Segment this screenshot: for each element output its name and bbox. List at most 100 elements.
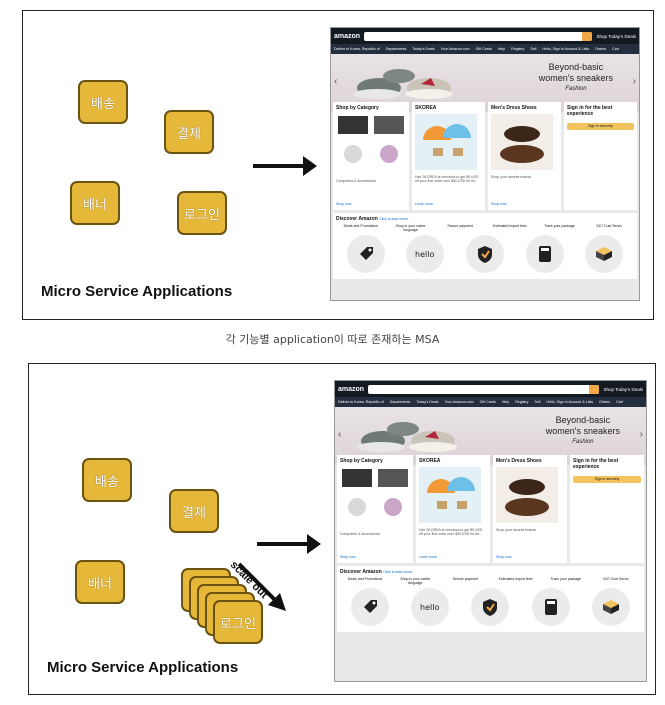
- discover-item-label: Estimated import fees: [492, 224, 527, 228]
- amazon-screenshot: amazon Shop Today's Deals Deliver to Kor…: [334, 380, 647, 682]
- nav-item[interactable]: Cart: [612, 47, 619, 51]
- nav-item[interactable]: Gift Cards: [475, 47, 492, 51]
- discover-title: Discover Amazon: [340, 569, 382, 575]
- amazon-logo[interactable]: amazon: [334, 32, 361, 40]
- discover-item-label: Estimated import fees: [498, 577, 533, 581]
- nav-item[interactable]: Today's Deals: [412, 47, 435, 51]
- discover-item-label: Secure payment: [452, 577, 479, 581]
- service-box-delivery: 배송: [82, 458, 132, 502]
- language-icon[interactable]: hello: [406, 235, 445, 273]
- card-title: Shop by Category: [336, 105, 379, 111]
- card-link[interactable]: Learn more: [415, 202, 433, 206]
- tag-icon[interactable]: [351, 588, 390, 626]
- discover-link[interactable]: Click to learn more: [379, 217, 409, 221]
- nav-item[interactable]: Deliver to Korea, Republic of: [338, 400, 384, 404]
- nav-item[interactable]: Today's Deals: [416, 400, 439, 404]
- deals-link[interactable]: Shop Today's Deals: [603, 386, 643, 392]
- card-link[interactable]: Shop now: [336, 202, 352, 206]
- scale-out-arrow: [237, 562, 286, 611]
- sneakers-image: [357, 422, 457, 452]
- nav-item[interactable]: Hello, Sign in Account & Lists: [546, 400, 594, 404]
- hero-title-line2: women's sneakers: [545, 426, 620, 436]
- amazon-logo[interactable]: amazon: [338, 385, 365, 393]
- card-link[interactable]: Shop now: [491, 202, 507, 206]
- svg-text:hello: hello: [415, 250, 434, 259]
- service-box-login: 로그인: [177, 191, 227, 235]
- package-icon[interactable]: [591, 588, 630, 626]
- discover-amazon-strip: Discover Amazon Click to learn more Deal…: [337, 566, 644, 632]
- nav-item[interactable]: Departments: [389, 400, 411, 404]
- nav-item[interactable]: Hello, Sign in Account & Lists: [542, 47, 590, 51]
- dress-shoes-image: [496, 467, 558, 523]
- card-title: Men's Dress Shoes: [496, 458, 542, 464]
- card-text: Shop your favorite brands: [496, 528, 537, 532]
- hero-title-line2: women's sneakers: [538, 73, 613, 83]
- arrow-right: [253, 156, 317, 176]
- calculator-icon[interactable]: [531, 588, 570, 626]
- search-bar[interactable]: [368, 384, 600, 394]
- discover-title: Discover Amazon: [336, 216, 378, 222]
- discover-item-label: 24/7 Cust Servic: [603, 577, 629, 581]
- top-diagram-panel: 배송 결제 배너 로그인 Micro Service Applications …: [22, 10, 654, 320]
- card-mens-dress-shoes[interactable]: Men's Dress Shoes Shop your favorite bra…: [488, 102, 561, 210]
- package-icon[interactable]: [585, 235, 624, 273]
- card-skorea[interactable]: SKOREA Use SKOREA at checkout to get $5 …: [412, 102, 485, 210]
- card-link[interactable]: Shop now: [496, 555, 512, 559]
- discover-item-label: Secure payment: [447, 224, 473, 228]
- card-shop-by-category[interactable]: Shop by Category Computers & Accessories…: [337, 455, 413, 563]
- parachute-image: [419, 467, 481, 523]
- nav-bar: Deliver to Korea, Republic of Department…: [335, 397, 646, 407]
- nav-item[interactable]: Your Amazon.com: [440, 47, 470, 51]
- dress-shoes-image: [491, 114, 553, 170]
- nav-item[interactable]: Orders: [595, 47, 607, 51]
- sign-in-button[interactable]: Sign in securely: [573, 476, 641, 483]
- discover-item-label: Deals and Promotions: [347, 577, 383, 581]
- nav-item[interactable]: Cart: [616, 400, 623, 404]
- discover-item-label: Track your package: [550, 577, 581, 581]
- calculator-icon[interactable]: [525, 235, 564, 273]
- category-thumbnails: [338, 116, 404, 163]
- card-link[interactable]: Learn more: [419, 555, 437, 559]
- nav-item[interactable]: Your Amazon.com: [444, 400, 474, 404]
- chevron-right-icon[interactable]: ›: [639, 429, 643, 440]
- chevron-right-icon[interactable]: ›: [632, 76, 636, 87]
- category-thumbnails: [342, 469, 408, 516]
- search-bar[interactable]: [364, 31, 593, 41]
- nav-item[interactable]: Departments: [385, 47, 407, 51]
- msa-title: Micro Service Applications: [41, 283, 233, 300]
- discover-link[interactable]: Click to learn more: [383, 570, 413, 574]
- shield-icon[interactable]: [465, 235, 504, 273]
- nav-item[interactable]: Registry: [511, 47, 525, 51]
- chevron-left-icon[interactable]: ‹: [338, 429, 342, 440]
- hero-subtitle: Fashion: [565, 86, 587, 92]
- hero-subtitle: Fashion: [572, 439, 594, 445]
- shield-icon[interactable]: [471, 588, 510, 626]
- chevron-left-icon[interactable]: ‹: [334, 76, 338, 87]
- nav-item[interactable]: Orders: [599, 400, 611, 404]
- nav-item[interactable]: Sell: [534, 400, 541, 404]
- deals-link[interactable]: Shop Today's Deals: [596, 33, 636, 39]
- card-title: Shop by Category: [340, 458, 383, 464]
- card-shop-by-category[interactable]: Shop by Category Computers & Accessories…: [333, 102, 409, 210]
- msa-title: Micro Service Applications: [47, 659, 239, 676]
- card-title: SKOREA: [419, 458, 441, 464]
- search-icon[interactable]: [582, 31, 593, 41]
- nav-item[interactable]: Deliver to Korea, Republic of: [334, 47, 380, 51]
- nav-item[interactable]: Registry: [515, 400, 529, 404]
- tag-icon[interactable]: [346, 235, 385, 273]
- card-skorea[interactable]: SKOREA Use SKOREA at checkout to get $5 …: [416, 455, 490, 563]
- nav-item[interactable]: Help: [501, 400, 510, 404]
- service-box-delivery: 배송: [78, 80, 128, 124]
- card-mens-dress-shoes[interactable]: Men's Dress Shoes Shop your favorite bra…: [493, 455, 567, 563]
- nav-item[interactable]: Help: [497, 47, 506, 51]
- search-icon[interactable]: [589, 384, 600, 394]
- sign-in-button[interactable]: Sign in securely: [567, 123, 634, 130]
- nav-item[interactable]: Gift Cards: [479, 400, 496, 404]
- card-title: Sign in for the best experience: [567, 105, 613, 117]
- service-box-payment: 결제: [164, 110, 214, 154]
- discover-item-label: Shop in your native language: [395, 224, 426, 232]
- card-link[interactable]: Shop now: [340, 555, 356, 559]
- language-icon[interactable]: hello: [411, 588, 450, 626]
- bottom-diagram-panel: 배송 결제 배너 로그인 scale out Micro Service App…: [28, 363, 656, 695]
- nav-item[interactable]: Sell: [530, 47, 537, 51]
